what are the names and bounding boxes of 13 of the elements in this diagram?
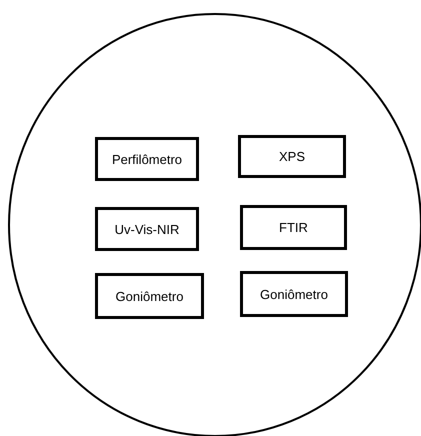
instrument-box [238, 135, 346, 178]
instrument-box [95, 137, 199, 181]
box-label: XPS [278, 149, 305, 164]
box-label: Goniômetro [116, 288, 184, 304]
box-label: Uv-Vis-NIR [114, 222, 180, 236]
box-label: Perfilômetro [112, 152, 182, 166]
instrument-box [95, 207, 199, 251]
box-label: Goniômetro [260, 286, 328, 302]
circle-outline [8, 13, 421, 436]
box-label: FTIR [279, 220, 308, 235]
instrument-box [95, 273, 204, 319]
instrument-box [240, 271, 348, 317]
instrument-box [240, 205, 347, 250]
